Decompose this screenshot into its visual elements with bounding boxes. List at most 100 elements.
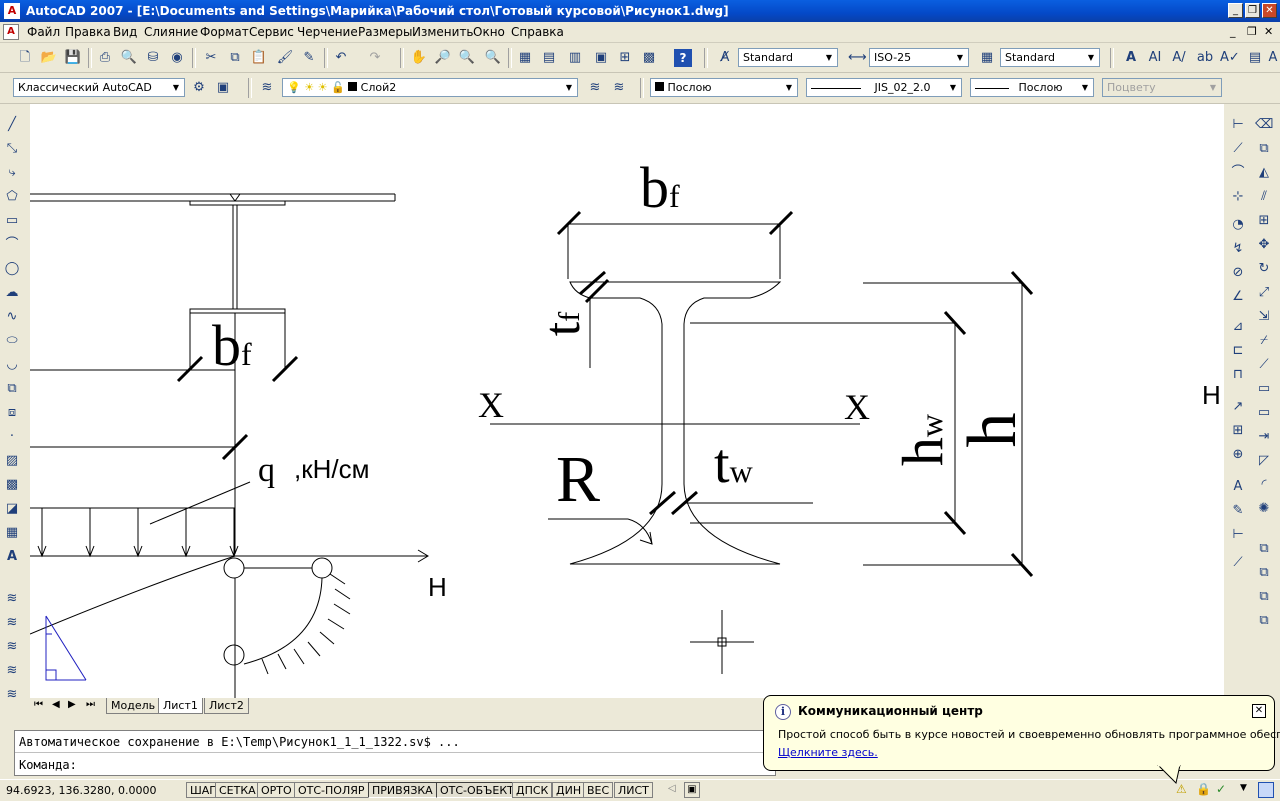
next-tab-icon[interactable]: ▶ [68, 699, 76, 710]
paper-toggle[interactable]: ЛИСТ [614, 782, 653, 798]
menu-tools[interactable]: Сервис [249, 25, 294, 39]
properties-icon[interactable]: ▦ [518, 50, 532, 65]
dimension-text-edit-icon[interactable]: ✎ [1232, 503, 1244, 518]
stretch-icon[interactable]: ⇲ [1258, 309, 1270, 324]
osnap-toggle[interactable]: ПРИВЯЗКА [368, 782, 437, 798]
menu-draw[interactable]: Черчение [297, 25, 358, 39]
polar-toggle[interactable]: ОТС-ПОЛЯР [294, 782, 369, 798]
spell-check-icon[interactable]: A✓ [1220, 50, 1240, 65]
scroll-left-icon[interactable]: ◁ [668, 783, 676, 794]
menu-file[interactable]: Файл [27, 25, 61, 39]
plot-preview-icon[interactable]: 🔍 [120, 50, 138, 65]
restore-icon[interactable]: ❐ [1245, 3, 1260, 18]
plotstyle-select[interactable]: Поцвету▼ [1102, 78, 1222, 97]
radius-dim-icon[interactable]: ◔ [1232, 217, 1244, 232]
minimize-icon[interactable]: _ [1228, 3, 1243, 18]
text-justify-icon[interactable]: A [1268, 50, 1278, 65]
text-scale-icon[interactable]: ▤ [1248, 50, 1262, 65]
gradient-icon[interactable]: ▩ [5, 477, 19, 492]
find-icon[interactable]: ab [1196, 50, 1214, 65]
jogged-dim-icon[interactable]: ↯ [1232, 241, 1244, 256]
tray-settings-icon[interactable]: ✓ [1216, 782, 1227, 796]
layer-tool-2-icon[interactable]: ≋ [6, 615, 18, 630]
ellipse-arc-icon[interactable]: ◡ [6, 357, 18, 372]
angular-dim-icon[interactable]: ∠ [1232, 289, 1244, 304]
draw-order-2-icon[interactable]: ⧉ [1259, 565, 1269, 580]
scale-icon[interactable]: ⤢ [1258, 285, 1270, 300]
revision-cloud-icon[interactable]: ☁ [5, 285, 19, 300]
text-style-select[interactable]: Standard▼ [738, 48, 838, 67]
multiline-text-draw-icon[interactable]: A [6, 549, 18, 564]
make-block-icon[interactable]: ⧈ [7, 405, 17, 420]
dim-style-icon[interactable]: ⟷ [848, 50, 867, 65]
tab-sheet1[interactable]: Лист1 [158, 698, 203, 714]
comm-center-icon[interactable]: ⚠ [1176, 782, 1187, 796]
communication-center-balloon[interactable]: i Коммуникационный центр ✕ Простой спосо… [763, 695, 1280, 771]
menu-merge[interactable]: Слияние [144, 25, 199, 39]
layer-tool-1-icon[interactable]: ≋ [6, 591, 18, 606]
pan-icon[interactable]: ✋ [410, 50, 428, 65]
title-bar[interactable]: A AutoCAD 2007 - [E:\Documents and Setti… [0, 0, 1280, 22]
polyline-icon[interactable]: ⤷ [8, 165, 16, 180]
design-center-icon[interactable]: ▤ [542, 50, 556, 65]
copy-icon[interactable]: ⧉ [230, 50, 240, 65]
publish-icon[interactable]: ⛁ [147, 50, 159, 65]
baseline-dim-icon[interactable]: ⊏ [1232, 343, 1244, 358]
menu-help[interactable]: Справка [511, 25, 564, 39]
table-style-select[interactable]: Standard▼ [1000, 48, 1100, 67]
balloon-link[interactable]: Щелкните здесь. [778, 746, 878, 759]
command-window[interactable]: Автоматическое сохранение в E:\Temp\Рису… [14, 730, 776, 776]
3d-dwf-icon[interactable]: ◉ [171, 50, 183, 65]
maximize-viewport-icon[interactable]: ▣ [684, 782, 700, 798]
workspace-settings-icon[interactable]: ⚙ [193, 80, 205, 95]
spline-icon[interactable]: ∿ [6, 309, 18, 324]
copy-object-icon[interactable]: ⧉ [1259, 141, 1269, 156]
tolerance-icon[interactable]: ⊞ [1232, 423, 1244, 438]
lwt-toggle[interactable]: ВЕС [583, 782, 614, 798]
tray-menu-icon[interactable]: ▼ [1240, 783, 1247, 793]
color-select[interactable]: Послою▼ [650, 78, 798, 97]
move-icon[interactable]: ✥ [1258, 237, 1270, 252]
polygon-icon[interactable]: ⬠ [6, 189, 18, 204]
point-icon[interactable]: · [9, 429, 15, 444]
break-icon[interactable]: ▭ [1257, 405, 1271, 420]
construction-line-icon[interactable]: ⤡ [6, 141, 18, 156]
block-editor-icon[interactable]: ✎ [303, 50, 315, 65]
edit-text-icon[interactable]: A/ [1172, 50, 1186, 65]
layer-manager-icon[interactable]: ≋ [261, 80, 273, 95]
draw-order-1-icon[interactable]: ⧉ [1259, 541, 1269, 556]
fillet-icon[interactable]: ◜ [1261, 477, 1267, 492]
extend-icon[interactable]: ⟋ [1259, 357, 1269, 372]
insert-block-icon[interactable]: ⧉ [7, 381, 17, 396]
array-icon[interactable]: ⊞ [1258, 213, 1270, 228]
document-icon[interactable]: A [3, 24, 19, 40]
doc-minimize-icon[interactable]: _ [1230, 25, 1236, 38]
command-prompt[interactable]: Команда: [19, 758, 77, 772]
menu-modify[interactable]: Изменить [412, 25, 474, 39]
single-line-text-icon[interactable]: AI [1148, 50, 1162, 65]
prev-tab-icon[interactable]: ◀ [52, 699, 60, 710]
balloon-close-icon[interactable]: ✕ [1252, 704, 1266, 718]
zoom-window-icon[interactable]: 🔍 [458, 50, 476, 65]
erase-icon[interactable]: ⌫ [1255, 117, 1274, 132]
calculator-icon[interactable]: ▩ [642, 50, 656, 65]
zoom-previous-icon[interactable]: 🔍 [484, 50, 502, 65]
arc-length-icon[interactable]: ⌒ [1231, 165, 1245, 180]
layer-tool-3-icon[interactable]: ≋ [6, 639, 18, 654]
ordinate-dim-icon[interactable]: ⊹ [1232, 189, 1244, 204]
break-at-point-icon[interactable]: ▭ [1257, 381, 1271, 396]
menu-dimension[interactable]: Размеры [358, 25, 413, 39]
rotate-icon[interactable]: ↻ [1258, 261, 1270, 276]
autocad-app-icon[interactable]: A [4, 3, 20, 19]
join-icon[interactable]: ⇥ [1258, 429, 1270, 444]
tool-palettes-icon[interactable]: ▥ [568, 50, 582, 65]
lock-icon[interactable]: 🔒 [1196, 782, 1211, 796]
dimension-update-icon[interactable]: ⊢ [1232, 527, 1244, 542]
coordinates-readout[interactable]: 94.6923, 136.3280, 0.0000 [6, 784, 157, 797]
help-icon[interactable]: ? [674, 49, 692, 67]
undo-icon[interactable]: ↶ [335, 50, 347, 65]
trim-icon[interactable]: ⌿ [1260, 333, 1268, 348]
sheet-set-icon[interactable]: ▣ [594, 50, 608, 65]
new-icon[interactable]: 🗋 [19, 50, 31, 65]
otrack-toggle[interactable]: ОТС-ОБЪЕКТ [436, 782, 518, 798]
